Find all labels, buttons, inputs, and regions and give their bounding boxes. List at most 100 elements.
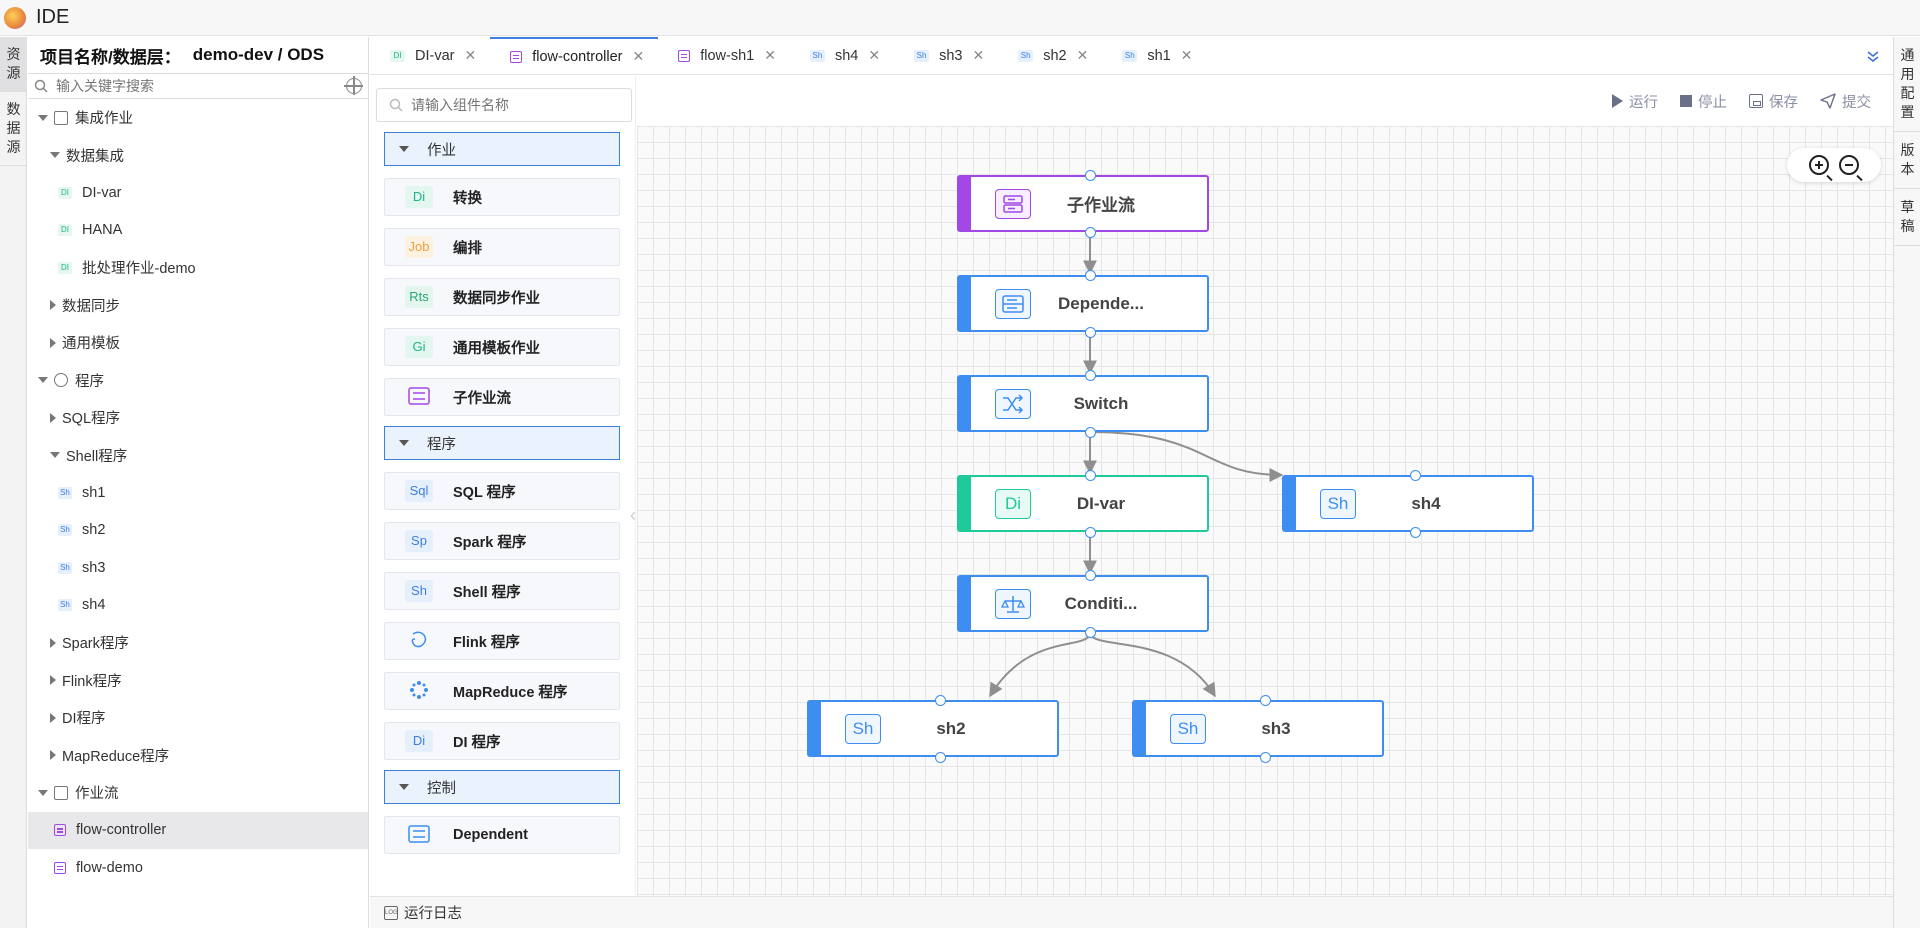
stop-button[interactable]: 停止 (1680, 91, 1727, 112)
resource-search-input[interactable] (56, 78, 326, 94)
caret-right-icon[interactable] (50, 412, 56, 423)
caret-right-icon[interactable] (50, 750, 56, 761)
caret-right-icon[interactable] (50, 712, 56, 723)
run-log-bar[interactable]: LOG 运行日志 (370, 896, 1893, 928)
zoom-out-icon[interactable] (1839, 155, 1859, 175)
caret-down-icon[interactable] (38, 789, 48, 796)
component-search-input[interactable] (411, 97, 611, 113)
node-port[interactable] (1259, 694, 1271, 706)
close-icon[interactable]: ✕ (1180, 47, 1193, 63)
node-port[interactable] (1084, 269, 1096, 281)
node-port[interactable] (1084, 569, 1096, 581)
palette-group-header[interactable]: 程序 (384, 426, 620, 460)
submit-button[interactable]: 提交 (1820, 91, 1871, 112)
caret-down-icon[interactable] (38, 377, 48, 384)
flow-node-subflow[interactable]: 子作业流 (957, 175, 1209, 232)
save-button[interactable]: 保存 (1749, 91, 1798, 112)
tree-item[interactable]: DI程序 (28, 699, 368, 737)
close-icon[interactable]: ✕ (1076, 47, 1089, 63)
editor-tab[interactable]: flow-controller✕ (490, 37, 659, 74)
tree-item[interactable]: SQL程序 (28, 399, 368, 437)
tree-item[interactable]: flow-demo (28, 849, 368, 887)
tree-item[interactable]: 作业流 (28, 774, 368, 812)
caret-down-icon[interactable] (38, 114, 48, 121)
node-port[interactable] (934, 694, 946, 706)
caret-right-icon[interactable] (50, 300, 56, 311)
tree-item[interactable]: 程序 (28, 362, 368, 400)
tree-item[interactable]: 数据集成 (28, 137, 368, 175)
palette-item[interactable]: MapReduce 程序 (384, 672, 620, 710)
caret-right-icon[interactable] (50, 337, 56, 348)
palette-item[interactable]: Flink 程序 (384, 622, 620, 660)
flow-node-dependent[interactable]: Depende... (957, 275, 1209, 332)
close-icon[interactable]: ✕ (764, 47, 776, 63)
side-tab-version[interactable]: 版本 (1894, 132, 1920, 189)
side-tab-resources[interactable]: 资源 (0, 37, 27, 92)
caret-right-icon[interactable] (50, 675, 56, 686)
palette-item[interactable]: Dependent (384, 816, 620, 854)
collapse-palette-icon[interactable]: ‹ (630, 505, 636, 525)
close-icon[interactable]: ✕ (464, 47, 477, 63)
flow-node-condition[interactable]: Conditi... (957, 575, 1209, 632)
editor-tab[interactable]: flow-sh1✕ (658, 37, 790, 74)
flow-canvas[interactable] (637, 126, 1893, 896)
node-port[interactable] (1084, 169, 1096, 181)
node-port[interactable] (934, 751, 946, 763)
node-port[interactable] (1259, 751, 1271, 763)
side-tab-datasource[interactable]: 数据源 (0, 92, 27, 166)
palette-group-header[interactable]: 作业 (384, 132, 620, 166)
node-port[interactable] (1084, 626, 1096, 638)
tree-item[interactable]: MapReduce程序 (28, 737, 368, 775)
node-port[interactable] (1084, 226, 1096, 238)
tree-item[interactable]: 集成作业 (28, 99, 368, 137)
node-port[interactable] (1084, 369, 1096, 381)
node-port[interactable] (1409, 526, 1421, 538)
node-port[interactable] (1084, 469, 1096, 481)
close-icon[interactable]: ✕ (868, 47, 881, 63)
node-port[interactable] (1084, 526, 1096, 538)
run-button[interactable]: 运行 (1612, 91, 1658, 112)
close-icon[interactable]: ✕ (972, 47, 985, 63)
side-tab-draft[interactable]: 草稿 (1894, 189, 1920, 246)
close-icon[interactable]: ✕ (632, 48, 645, 64)
flow-node-switch[interactable]: Switch (957, 375, 1209, 432)
tree-item[interactable]: flow-controller (28, 811, 368, 849)
tree-item[interactable]: Spark程序 (28, 624, 368, 662)
node-port[interactable] (1084, 326, 1096, 338)
palette-item[interactable]: 子作业流 (384, 378, 620, 416)
tree-item[interactable]: 通用模板 (28, 324, 368, 362)
palette-group-header[interactable]: 控制 (384, 770, 620, 804)
node-port[interactable] (1084, 426, 1096, 438)
tree-item[interactable]: 数据同步 (28, 287, 368, 325)
zoom-in-icon[interactable] (1809, 155, 1829, 175)
caret-down-icon[interactable] (50, 152, 60, 159)
tree-item[interactable]: Shell程序 (28, 437, 368, 475)
tree-item[interactable]: Flink程序 (28, 662, 368, 700)
tabs-overflow-icon[interactable] (1853, 37, 1893, 74)
locate-icon[interactable] (344, 76, 363, 95)
node-port[interactable] (1409, 469, 1421, 481)
